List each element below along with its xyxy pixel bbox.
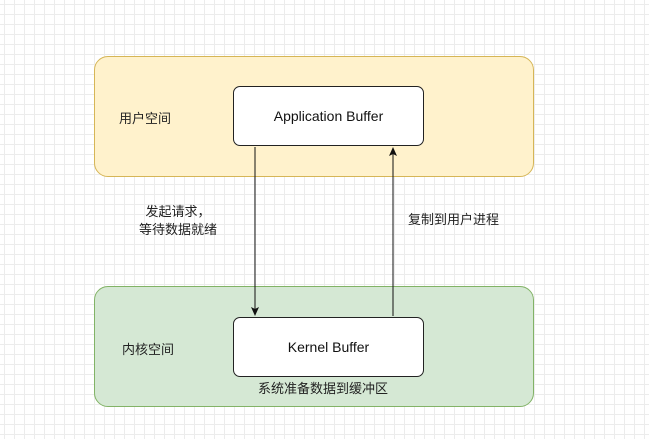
kernel-prepare-label: 系统准备数据到缓冲区: [258, 382, 389, 397]
request-label-line2: 等待数据就绪: [138, 223, 217, 238]
user-space-label: 用户空间: [119, 112, 172, 127]
application-buffer-node: Application Buffer: [233, 86, 424, 146]
kernel-space-label: 内核空间: [122, 343, 175, 358]
request-label: 发起请求， 等待数据就绪: [118, 204, 238, 240]
request-label-line1: 发起请求，: [145, 205, 211, 220]
kernel-buffer-node: Kernel Buffer: [233, 317, 424, 377]
copy-to-user-label: 复制到用户进程: [408, 213, 500, 228]
